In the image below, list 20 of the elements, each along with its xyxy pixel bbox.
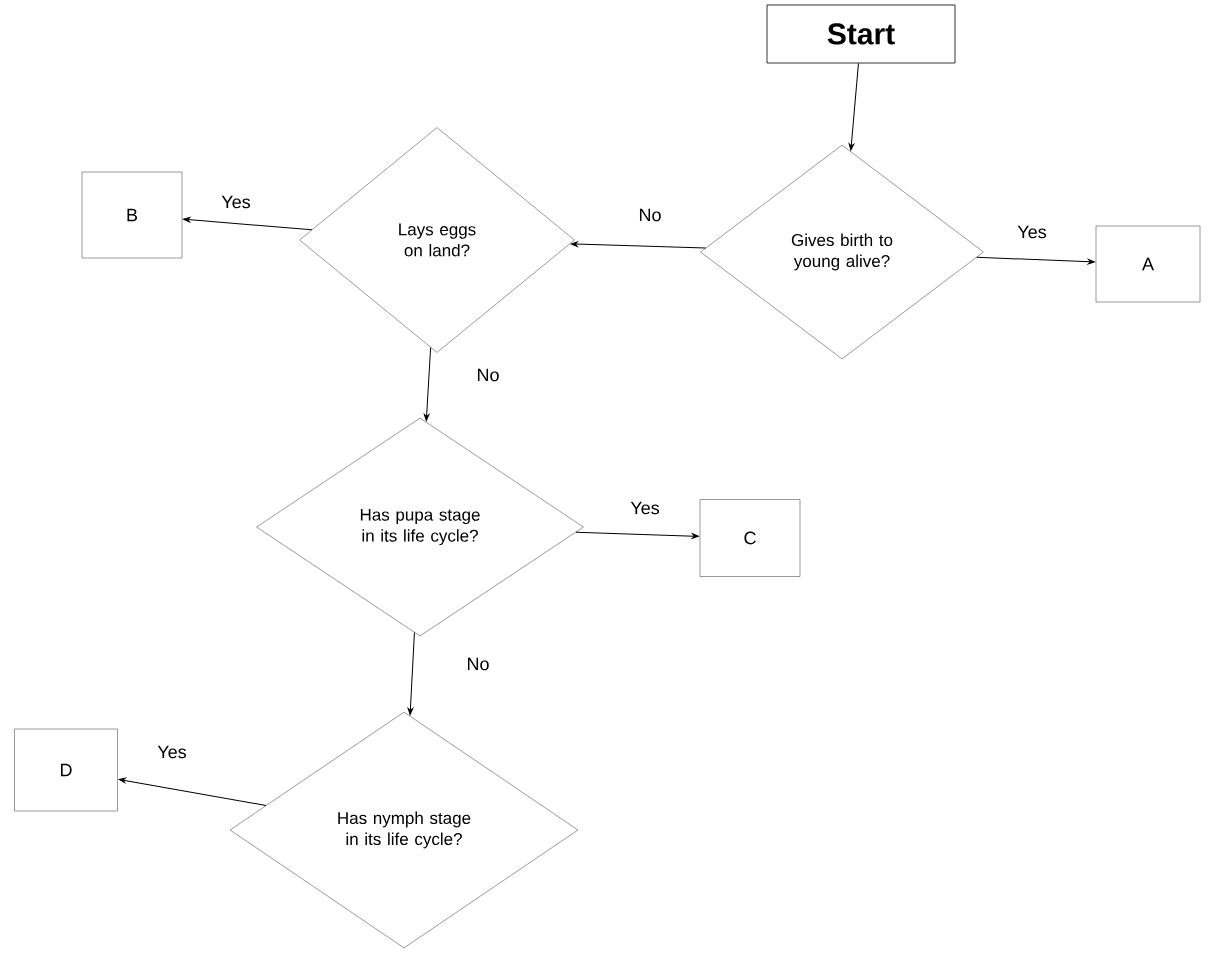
answer-box: A: [1095, 225, 1201, 303]
arrow: [848, 62, 859, 151]
arrow: [570, 241, 707, 249]
arrow: [976, 256, 1095, 265]
edge-label: No: [475, 367, 501, 383]
answer-box: C: [699, 499, 801, 577]
edge-label: Yes: [629, 500, 661, 516]
edge-label: Yes: [220, 194, 252, 210]
edge-label: Yes: [1016, 224, 1048, 240]
answer-box: B: [81, 171, 183, 259]
arrow: [118, 777, 267, 806]
edge-label: No: [637, 207, 663, 223]
arrow: [183, 216, 313, 231]
edge-label: Yes: [156, 744, 188, 760]
edge-label: No: [465, 656, 491, 672]
start-box: Start: [766, 4, 956, 64]
arrow: [407, 632, 415, 715]
answer-box: D: [14, 728, 118, 812]
arrow: [423, 347, 432, 422]
arrow: [575, 531, 699, 539]
